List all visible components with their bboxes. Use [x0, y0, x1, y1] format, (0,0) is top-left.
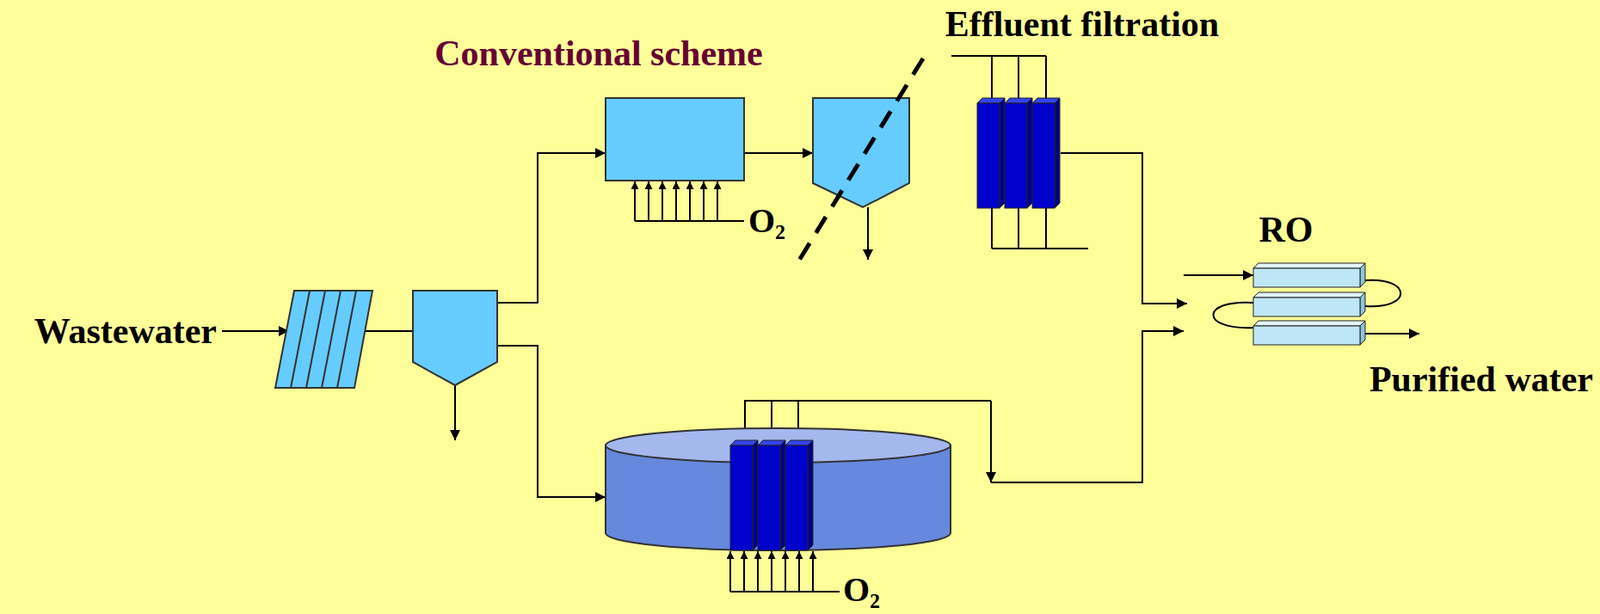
membrane-modules — [730, 98, 1366, 551]
ro-module — [1253, 297, 1360, 317]
ro-module-top — [1253, 263, 1366, 269]
air-arrow — [770, 551, 773, 592]
ro-module-side — [1360, 320, 1366, 345]
filter-module — [1004, 103, 1028, 209]
filter-module — [1032, 103, 1055, 209]
mbr-membrane — [757, 445, 781, 551]
ro-module-side — [1360, 263, 1366, 288]
unit-heading: Effluent filtration — [945, 3, 1219, 45]
mbr-membrane — [785, 445, 808, 551]
air-arrow — [798, 551, 800, 592]
filter-module-side — [1054, 98, 1060, 209]
air-arrow — [743, 551, 745, 592]
dashed-divider — [797, 58, 924, 264]
flow-lines — [221, 55, 1420, 592]
primary-clarifier — [412, 290, 498, 386]
mbr-membrane-side — [752, 440, 758, 551]
air-arrow — [784, 551, 787, 592]
ro-module-top — [1253, 292, 1366, 298]
air-arrow — [689, 181, 691, 222]
bar-screen — [275, 290, 373, 388]
air-arrow — [647, 181, 650, 222]
unit-heading: RO — [1259, 209, 1314, 251]
air-arrow — [675, 181, 677, 222]
oxygen-label: O₂ — [843, 570, 880, 610]
ro-module — [1253, 268, 1360, 288]
air-arrow — [729, 551, 732, 592]
scheme-title: Conventional scheme — [434, 32, 764, 74]
mbr-membrane-side — [807, 440, 813, 551]
air-arrow — [702, 181, 705, 222]
air-arrow — [756, 551, 759, 592]
oxygen-label: O₂ — [748, 201, 786, 241]
air-arrow — [661, 181, 664, 222]
secondary-clarifier — [812, 98, 910, 208]
aeration-tank — [605, 98, 745, 181]
filter-unit: Effluent filtration — [977, 98, 1061, 209]
filter-module-side — [999, 98, 1005, 209]
mbr-membrane-side — [780, 440, 786, 551]
outlet-label: Purified water — [1369, 358, 1594, 400]
ro-unit: RO — [1187, 210, 1420, 357]
mbr-tank — [605, 428, 951, 551]
air-arrow — [812, 551, 814, 592]
filter-module-side — [1027, 98, 1033, 209]
air-arrow — [716, 181, 719, 222]
air-arrow — [633, 181, 636, 222]
ro-module-side — [1360, 292, 1366, 317]
screen-bars — [290, 290, 357, 388]
ro-module — [1253, 326, 1360, 345]
ro-module-top — [1253, 320, 1366, 327]
flow-connector — [1060, 153, 1188, 304]
filter-module — [977, 103, 1000, 209]
mbr-membrane — [730, 445, 753, 551]
inlet-label: Wastewater — [34, 310, 217, 352]
